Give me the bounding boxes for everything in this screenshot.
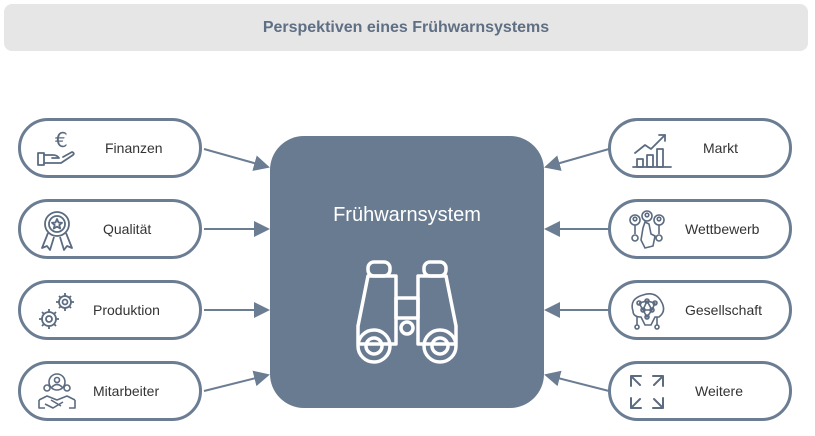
svg-text:€: € <box>55 128 68 152</box>
label-gesellschaft: Gesellschaft <box>685 302 763 318</box>
competitors-icon <box>629 210 665 249</box>
pill-finanzen: € Finanzen <box>18 118 202 178</box>
label-produktion: Produktion <box>93 302 160 318</box>
binoculars-icon <box>356 260 458 364</box>
pill-mitarbeiter: Mitarbeiter <box>18 361 202 421</box>
label-wettbewerb: Wettbewerb <box>685 221 760 237</box>
pill-produktion: Produktion <box>18 280 202 340</box>
center-title: Frühwarnsystem <box>333 204 481 226</box>
page-title: Perspektiven eines Frühwarnsystems <box>262 18 550 36</box>
arrow-finanzen <box>203 148 270 171</box>
label-qualitaet: Qualität <box>103 221 152 237</box>
network-brain-icon <box>631 293 665 330</box>
label-markt: Markt <box>703 140 738 156</box>
arrow-mitarbeiter <box>203 370 270 392</box>
title-banner: Perspektiven eines Frühwarnsystems <box>4 4 808 51</box>
pill-markt: Markt <box>608 118 792 178</box>
team-handshake-icon <box>38 373 76 409</box>
label-finanzen: Finanzen <box>105 140 163 156</box>
arrow-markt <box>544 148 610 171</box>
pill-weitere: Weitere <box>608 361 792 421</box>
award-star-icon <box>41 211 73 251</box>
arrow-weitere <box>544 370 610 392</box>
center-box: Frühwarnsystem <box>270 136 544 408</box>
gears-icon <box>39 293 74 329</box>
growth-chart-icon <box>632 134 672 168</box>
pill-wettbewerb: Wettbewerb <box>608 199 792 259</box>
pill-gesellschaft: Gesellschaft <box>608 280 792 340</box>
pill-qualitaet: Qualität <box>18 199 202 259</box>
expand-arrows-icon <box>630 375 664 409</box>
label-weitere: Weitere <box>695 383 743 399</box>
euro-hand-icon: € <box>37 128 75 166</box>
label-mitarbeiter: Mitarbeiter <box>93 383 160 399</box>
